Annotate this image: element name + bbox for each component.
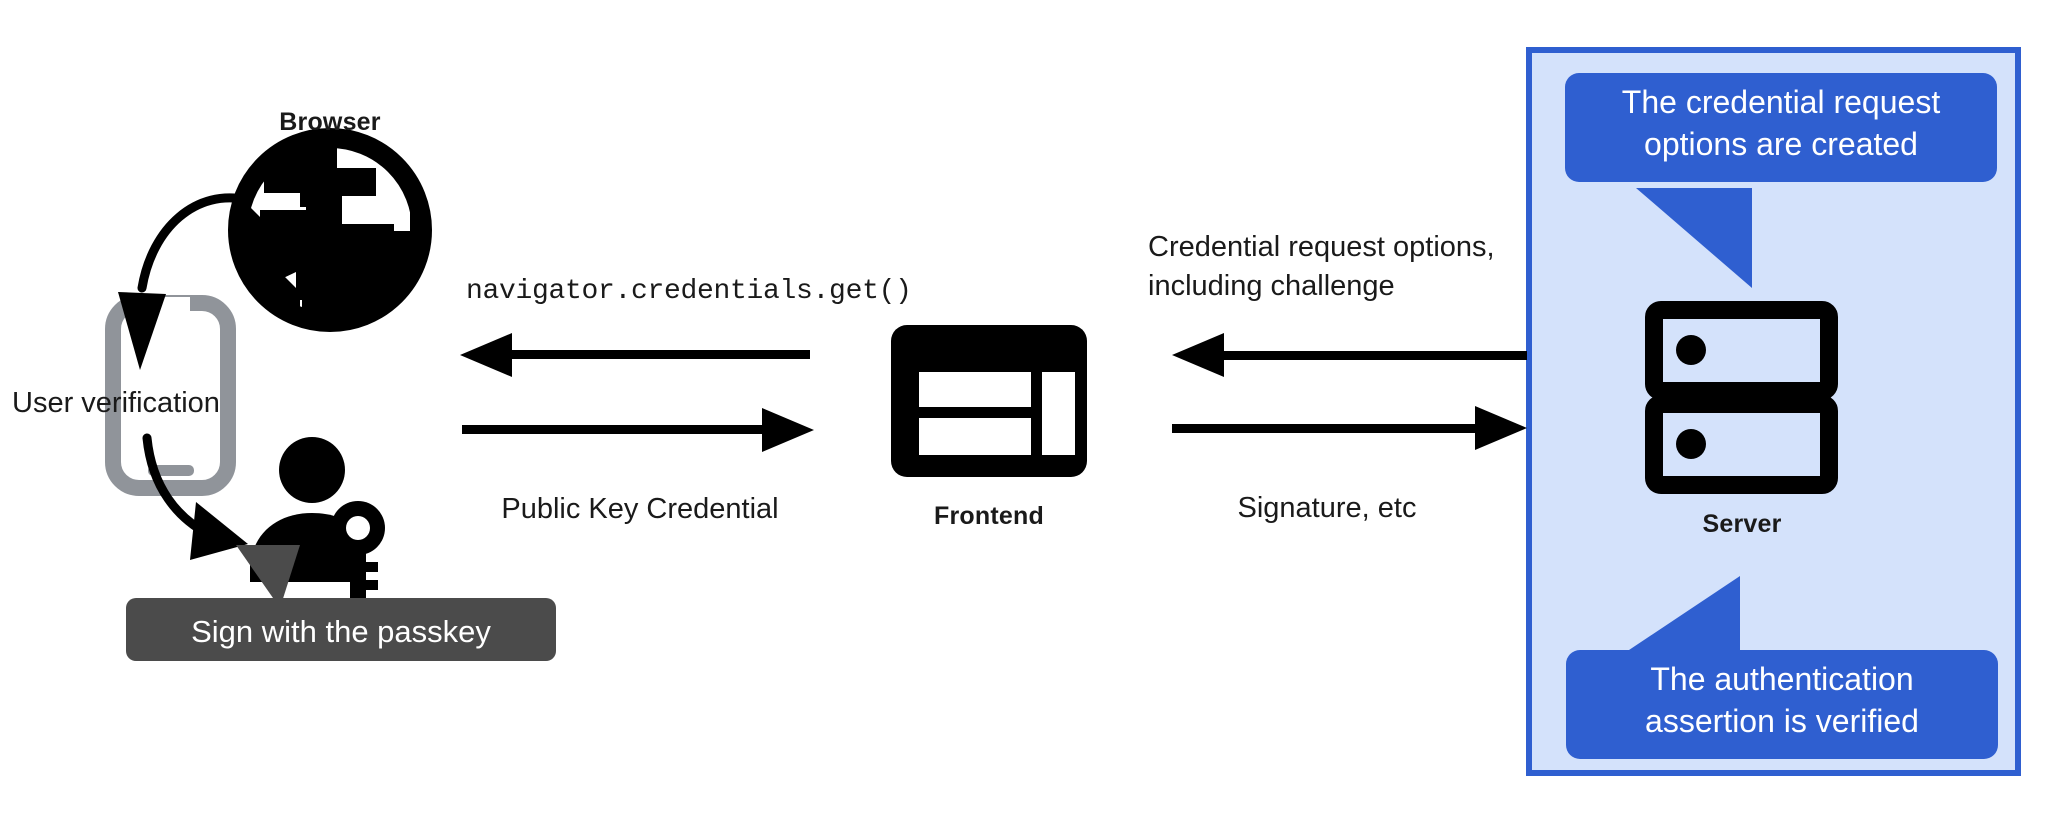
sign-with-passkey-tooltip [126, 545, 556, 661]
callout-credential-request-options [1565, 73, 1997, 288]
signature-etc-label: Signature, etc [1237, 492, 1417, 524]
callout-top-line1: The credential request [1621, 84, 1941, 120]
frontend-label: Frontend [934, 502, 1044, 530]
browser-label: Browser [279, 108, 381, 136]
callout-bottom-line1: The authentication [1650, 661, 1914, 697]
arrow-phone-to-user [142, 433, 248, 560]
navigator-credentials-get-label: navigator.credentials.get() [466, 276, 912, 307]
callout-authentication-assertion [1566, 576, 1998, 759]
web-layout-icon [891, 325, 1087, 477]
user-verification-label: User verification [12, 387, 220, 419]
globe-icon [228, 128, 432, 332]
callout-top-line2: options are created [1644, 126, 1918, 162]
arrow-frontend-to-browser [460, 333, 810, 377]
arrow-browser-to-phone [118, 193, 253, 370]
arrow-server-to-frontend [1172, 333, 1527, 377]
arrow-frontend-to-server [1172, 406, 1527, 450]
public-key-credential-label: Public Key Credential [501, 493, 779, 525]
server-label: Server [1702, 510, 1782, 538]
arrow-browser-to-frontend [462, 408, 814, 452]
sign-with-passkey-text: Sign with the passkey [191, 614, 491, 649]
credential-request-options-line1: Credential request options, [1148, 231, 1495, 263]
credential-request-options-line2: including challenge [1148, 270, 1395, 302]
server-rack-icon [1645, 301, 1838, 494]
callout-bottom-line2: assertion is verified [1645, 703, 1919, 739]
